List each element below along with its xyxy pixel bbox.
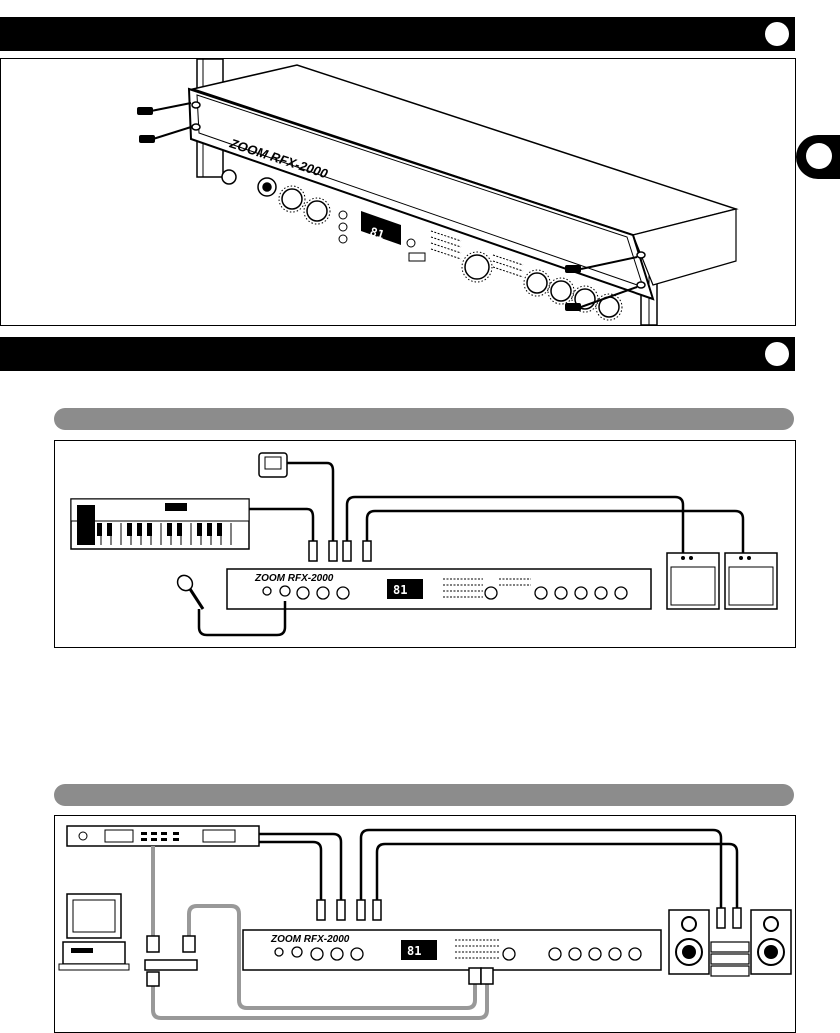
section-marker-dot [765, 22, 789, 46]
rack-mount-illustration-frame: ZOOM RFX-2000 81 [0, 58, 796, 326]
section-header-bar-2 [0, 337, 795, 371]
unit-display-value: 81 [393, 583, 407, 597]
rfx-2000-unit: ZOOM RFX-2000 81 [227, 569, 651, 609]
connection-diagram-2: ZOOM RFX-2000 81 [55, 816, 795, 1032]
chapter-tab-dot [806, 143, 832, 169]
stereo-amplifier [711, 942, 749, 976]
connection-diagram-1-frame: ZOOM RFX-2000 81 [54, 440, 796, 648]
computer [59, 894, 129, 970]
studio-monitor-left [669, 910, 709, 974]
section-header-bar-1 [0, 17, 795, 51]
unit-display-value: 81 [407, 944, 421, 958]
midi-interface [145, 960, 197, 970]
chapter-tab [796, 135, 840, 179]
keyboard-synth [71, 499, 249, 549]
connection-diagram-1: ZOOM RFX-2000 81 [55, 441, 795, 647]
microphone [174, 572, 203, 609]
section-marker-dot [765, 342, 789, 366]
rack-mount-illustration: ZOOM RFX-2000 81 [1, 59, 795, 325]
amplifier-right [725, 553, 777, 609]
amplifier-left [667, 553, 719, 609]
unit-brand-label: ZOOM RFX-2000 [254, 573, 334, 584]
rfx-2000-unit: ZOOM RFX-2000 81 [243, 930, 661, 970]
sound-module [67, 826, 259, 846]
studio-monitor-right [751, 910, 791, 974]
connection-diagram-2-frame: ZOOM RFX-2000 81 [54, 815, 796, 1033]
subsection-bar-2 [54, 784, 794, 806]
unit-brand-label: ZOOM RFX-2000 [270, 934, 350, 945]
subsection-bar-1 [54, 408, 794, 430]
device-display-value: 81 [368, 225, 386, 243]
